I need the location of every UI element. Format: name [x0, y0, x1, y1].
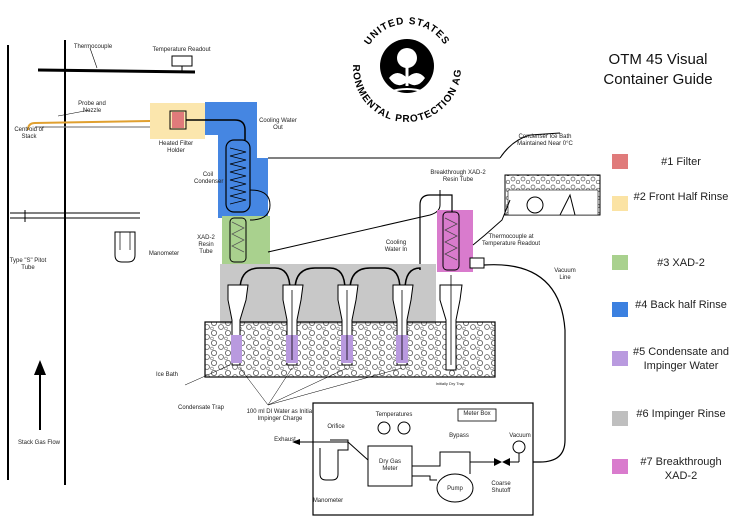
label-manometer-top: Manometer	[142, 251, 186, 258]
legend-swatch	[612, 459, 628, 474]
label-xad2-tube: XAD-2 Resin Tube	[194, 235, 218, 256]
label-stack-gas-flow: Stack Gas Flow	[18, 440, 60, 447]
legend-label: #6 Impinger Rinse	[632, 407, 730, 421]
vacuum-gauge	[513, 441, 525, 453]
label-cooling-water-out: Cooling Water Out	[258, 118, 298, 132]
label-ice-bath: Ice Bath	[150, 372, 184, 379]
label-temperature-readout: Temperature Readout	[144, 47, 219, 54]
label-cooling-water-in: Cooling Water In	[378, 240, 414, 254]
legend-label: #4 Back half Rinse	[632, 298, 730, 312]
temperature-readout-box	[172, 56, 192, 66]
legend-item-front-half-rinse: #2 Front Half Rinse	[612, 190, 730, 250]
label-heated-filter: Heated Filter Holder	[152, 141, 200, 155]
label-probe-nozzle: Probe and Nozzle	[76, 101, 108, 115]
breakthrough-zone	[437, 210, 473, 272]
stack-flow-arrowhead	[34, 360, 46, 375]
label-thermocouple: Thermocouple	[70, 44, 116, 51]
label-meter-box: Meter Box	[458, 411, 496, 418]
label-coil-condenser: Coil Condenser	[194, 172, 222, 186]
label-orifice: Orifice	[322, 424, 350, 431]
label-empty-impinger: Initially Dry Trap	[425, 381, 475, 386]
label-coarse-shutoff: Coarse Shutoff	[484, 481, 518, 495]
legend-swatch	[612, 154, 628, 169]
label-manometer-bottom: Manometer	[306, 498, 350, 505]
label-di-water: 100 ml DI Water as Initial Impinger Char…	[236, 409, 324, 423]
thermocouple-line	[38, 70, 195, 72]
legend-label: #5 Condensate and Impinger Water	[632, 345, 730, 373]
label-pump: Pump	[442, 486, 468, 493]
top-manometer	[115, 232, 135, 262]
label-condenser-ice-bath: Condenser Ice Bath Maintained Near 0°C	[506, 134, 584, 148]
label-temperatures: Temperatures	[370, 412, 418, 419]
temp-gauge-1	[378, 422, 390, 434]
label-vacuum-line: Vacuum Line	[548, 268, 582, 282]
label-condensate-trap: Condensate Trap	[170, 405, 232, 412]
legend-swatch	[612, 302, 628, 317]
legend-swatch	[612, 255, 628, 270]
legend-swatch	[612, 351, 628, 366]
label-vacuum: Vacuum	[506, 433, 534, 440]
label-pitot-tube: Type "S" Pitot Tube	[8, 258, 48, 272]
label-dry-gas-meter: Dry Gas Meter	[374, 459, 406, 473]
legend-swatch	[612, 196, 628, 211]
label-centroid: Centroid of Stack	[10, 127, 48, 141]
legend-item-condensate: #5 Condensate and Impinger Water	[612, 345, 730, 405]
legend-item-breakthrough: #7 Breakthrough XAD-2	[612, 455, 730, 515]
guide-title: OTM 45 Visual Container Guide	[598, 50, 718, 90]
legend-label: #2 Front Half Rinse	[632, 190, 730, 204]
ice-bath-pump	[527, 197, 543, 213]
label-thermocouple-readout: Thermocouple at Temperature Readout	[478, 234, 544, 248]
temp-gauge-2	[398, 422, 410, 434]
filter-zone	[172, 112, 184, 128]
label-breakthrough-tube: Breakthrough XAD-2 Resin Tube	[430, 170, 486, 184]
legend-swatch	[612, 411, 628, 426]
label-bypass: Bypass	[446, 433, 472, 440]
legend-label: #3 XAD-2	[632, 256, 730, 270]
legend-label: #7 Breakthrough XAD-2	[632, 455, 730, 483]
label-exhaust: Exhaust	[270, 437, 300, 444]
epa-seal: UNITED STATES ENVIRONMENTAL PROTECTION A…	[345, 6, 469, 130]
legend-label: #1 Filter	[632, 155, 730, 169]
